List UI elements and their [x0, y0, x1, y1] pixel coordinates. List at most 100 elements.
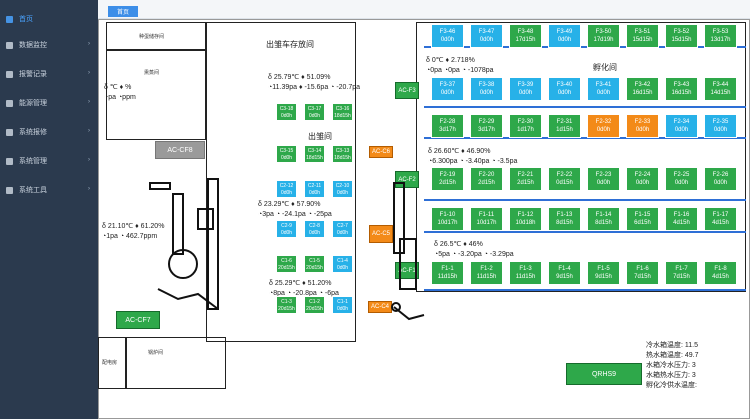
env-readout: δ 26.5℃ ♦ 46%◔5pa ◔ -3.20pa ◔ -3.29pa [434, 241, 514, 258]
chevron-right-icon: › [88, 99, 90, 105]
repair-icon [6, 128, 13, 136]
chevron-right-icon: › [88, 128, 90, 134]
sidebar-item-alarm[interactable]: 报警记录› [0, 63, 98, 85]
conveyor-line [424, 106, 746, 108]
top-bar: 首页 [98, 0, 750, 19]
ac-unit[interactable]: AC-CF8 [155, 141, 205, 159]
ac-unit[interactable]: AC-C6 [369, 146, 393, 158]
env-readout: δ 26.60℃ ♦ 46.90%◔6.300pa ◔ -3.40pa ◔ -3… [428, 148, 518, 165]
sidebar-item-tools[interactable]: 系统工具› [0, 179, 98, 201]
room-label: 孵化间 [593, 63, 617, 72]
room-label: 种蛋储存间 [139, 34, 165, 40]
conveyor-line [424, 46, 746, 48]
conveyor-line [424, 289, 746, 291]
ac-unit[interactable]: AC-C5 [369, 225, 393, 243]
tab-home[interactable]: 首页 [108, 6, 138, 17]
sidebar-item-home[interactable]: 首页 [0, 8, 98, 30]
ac-unit[interactable]: QRHS9 [566, 363, 642, 385]
env-readout: δ 21.10℃ ♦ 61.20%◔1pa ◔ 462.7ppm [102, 223, 165, 240]
monitor-icon [6, 41, 13, 49]
sidebar-item-monitor[interactable]: 数据监控› [0, 34, 98, 56]
env-readout: δ 25.79℃ ♦ 51.09%◔11.39pa ♦ -15.6pa ◔ -2… [268, 74, 361, 91]
ac-unit[interactable]: AC-F3 [395, 82, 419, 99]
sidebar-item-energy[interactable]: 能源管理› [0, 92, 98, 114]
sidebar-item-repair[interactable]: 系统报修› [0, 121, 98, 143]
conveyor-line [424, 137, 746, 139]
room-label: 出雏车存放间 [266, 40, 314, 49]
chevron-right-icon: › [88, 70, 90, 76]
energy-icon [6, 99, 13, 107]
sidebar-item-settings[interactable]: 系统管理› [0, 150, 98, 172]
ac-unit[interactable]: AC-CF7 [116, 311, 160, 329]
machine-diagram [391, 182, 425, 321]
home-icon [6, 15, 13, 23]
